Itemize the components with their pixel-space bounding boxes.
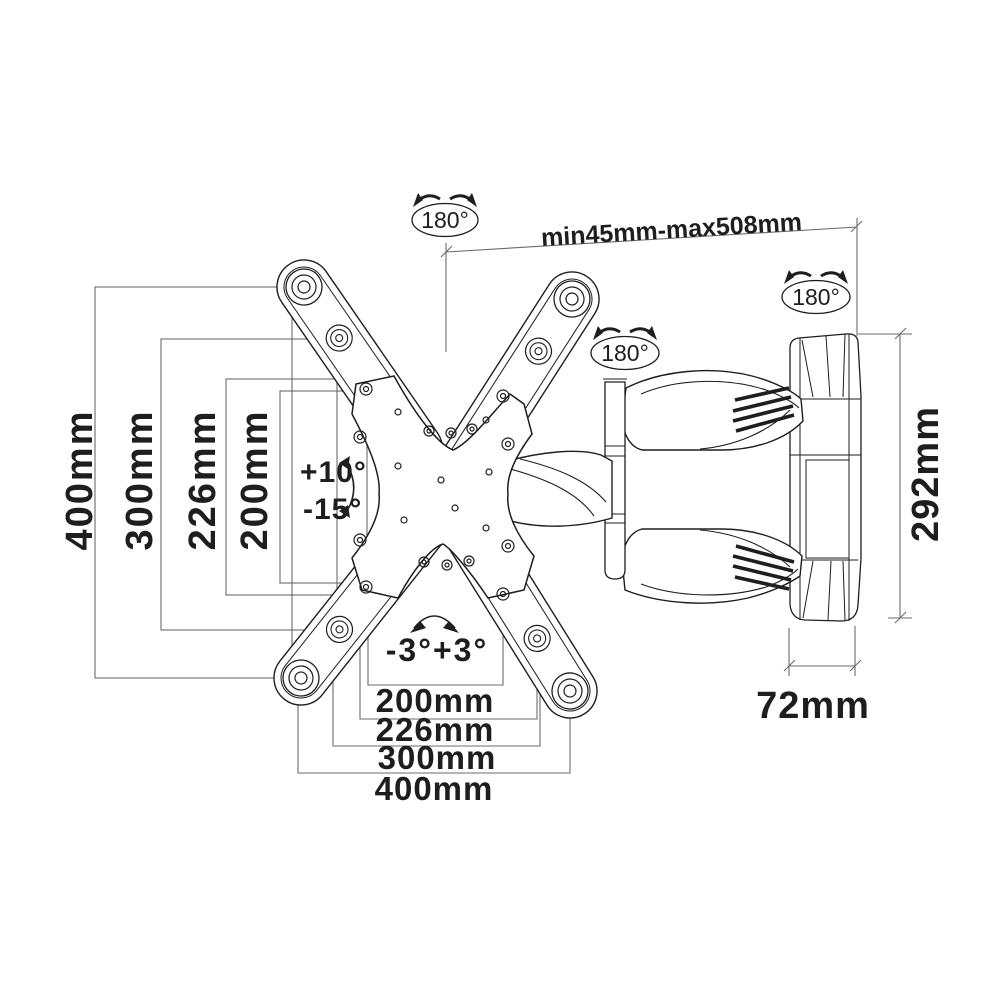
swivel-badge-arm: 180° [590,324,660,371]
swivel-angle-label-top: 180° [421,207,469,233]
vesa-vertical-label-200: 200mm [234,410,276,551]
mid-hole [524,337,553,365]
swivel-badge-top: 180° [411,191,479,238]
tilt-down-label: -15° [303,493,362,526]
level-arrow-head-left [410,621,426,633]
dimension-lines [440,218,912,676]
extension-dim-line [445,226,858,253]
upper-arm-outline [621,369,804,451]
lower-arm-hatching [732,544,795,591]
pivot-hole [282,659,320,697]
lower-arm-curve [640,568,799,596]
link-bar-bands [605,445,625,524]
lower-arm-outline [621,528,803,604]
elbow-swoosh [502,466,595,517]
tick [440,245,453,258]
vesa-vertical-label-226: 226mm [182,410,224,551]
wall-bracket-panel [805,459,850,559]
tilt-annotation [339,456,355,518]
mid-hole [325,615,354,644]
tilt-arrow-head-down [339,505,350,518]
tick [894,611,907,624]
vesa-vertical-label-400: 400mm [59,410,101,551]
wall-bracket-facets-bottom [802,560,846,621]
wall-bracket-facets-top [801,333,846,398]
mid-hole [325,324,353,352]
bracket-300mm-horizontal [332,640,541,747]
bracket-400mm-horizontal [297,692,571,774]
tick [849,659,862,672]
swivel-angle-label-wall: 180° [792,284,840,310]
height-label: 292mm [905,406,947,542]
elbow-joint [494,450,613,527]
vesa-horizontal-label-200: 200mm [376,682,495,719]
vesa-horizontal-label-300: 300mm [378,739,497,776]
bracket-400mm-vertical [94,286,293,679]
bracket-226mm-vertical [225,378,368,596]
articulating-arm-side-view [494,369,804,604]
tick [850,220,863,233]
vesa-horizontal-label-400: 400mm [375,770,494,807]
level-adjust-label: -3°+3° [386,632,489,668]
mid-hole [523,624,551,653]
upper-arm-hatching [732,386,795,433]
depth-label: 72mm [756,685,870,727]
swivel-badge-wall: 180° [781,268,851,315]
vesa-vertical-label-300: 300mm [119,410,161,551]
pivot-hole [553,280,591,318]
swivel-ellipse [590,335,660,371]
swivel-angle-label-arm: 180° [601,340,649,366]
vesa-extension-arms [273,259,600,719]
elbow-swoosh-2 [519,458,607,503]
link-bar [604,381,626,580]
tilt-up-label: +10° [300,456,367,489]
pivot-hole [551,672,589,710]
swivel-ellipse [781,279,851,315]
wall-bracket-outline [789,333,862,622]
vesa-plate-outline [351,375,535,599]
tilt-arrow-head-up [339,456,350,469]
tick [783,659,796,672]
vesa-plate-screws [353,382,515,601]
vesa-plate [351,375,535,601]
tick [894,327,907,340]
extension-range-label: min45mm-max508mm [540,208,802,252]
pivot-hole [285,268,323,306]
upper-arm-curve [640,380,800,409]
wall-bracket-side-view [789,333,862,622]
bracket-300mm-vertical [160,338,338,631]
level-arrow-head-right [443,621,459,633]
swivel-ellipse [411,202,479,238]
level-annotation [410,615,459,633]
vesa-horizontal-label-226: 226mm [376,711,495,748]
